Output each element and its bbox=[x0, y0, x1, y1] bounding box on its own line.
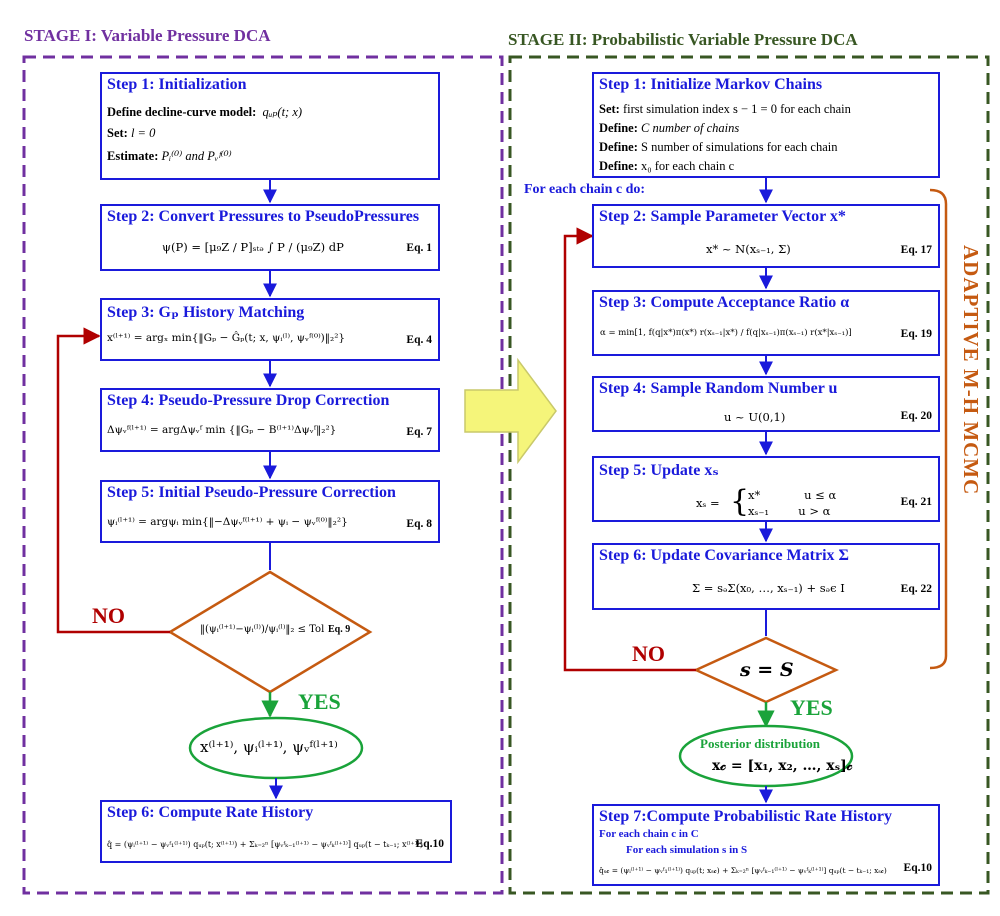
stage2-step2-box: Step 2: Sample Parameter Vector x* x* ~ … bbox=[592, 204, 940, 268]
stage2-title: STAGE II: Probabilistic Variable Pressur… bbox=[508, 30, 858, 49]
adaptive-bracket bbox=[929, 188, 948, 670]
stage2-step6-title: Step 6: Update Covariance Matrix Σ bbox=[599, 547, 849, 564]
posterior-equation: x𝒸 = [x₁, x₂, …, xₛ]𝒸 bbox=[712, 758, 853, 774]
stage2-step7-title: Step 7:Compute Probabilistic Rate Histor… bbox=[599, 808, 893, 825]
adaptive-mcmc-label: ADAPTIVE M-H MCMC bbox=[959, 245, 983, 496]
stage2-step3-eqno: Eq. 19 bbox=[900, 328, 932, 340]
s-equals-S-text: s = S bbox=[740, 659, 794, 681]
stage2-step5-eqno: Eq. 21 bbox=[900, 496, 932, 508]
set-chain-text: first simulation index s − 1 = 0 for eac… bbox=[622, 102, 851, 116]
stage1-step2-title: Step 2: Convert Pressures to PseudoPress… bbox=[107, 208, 420, 225]
stage2-step5-case-b: xₛ₋₁ u > α bbox=[748, 504, 831, 518]
define-C-label: Define: bbox=[599, 121, 638, 135]
stage1-step2-equation: ψ(P) = [μ₉Z / P]ₛₜₔ ∫ P / (μ₉Z) dP bbox=[162, 240, 344, 254]
stage1-step5-eqno: Eq. 8 bbox=[406, 518, 432, 530]
stage2-step2-eqno: Eq. 17 bbox=[900, 244, 932, 256]
stage1-step6-title: Step 6: Compute Rate History bbox=[107, 804, 314, 821]
stage-connector-arrow bbox=[464, 357, 557, 465]
define-x0-label: Define: bbox=[599, 159, 638, 173]
stage1-step5-box: Step 5: Initial Pseudo-Pressure Correcti… bbox=[100, 480, 440, 543]
define-C-text: C number of chains bbox=[641, 121, 740, 135]
define-S-text: S number of simulations for each chain bbox=[641, 140, 838, 154]
stage1-step2-box: Step 2: Convert Pressures to PseudoPress… bbox=[100, 204, 440, 271]
stage2-step7-equation: q̂ₛ𝒸 = (ψᵢ⁽ˡ⁺¹⁾ − ψᵥᶠ₁⁽ˡ⁺¹⁾) qᵤₚ(t; xₛ𝒸)… bbox=[599, 866, 887, 875]
stage2-panel bbox=[508, 55, 990, 895]
stage1-step3-title: Step 3: Gₚ History Matching bbox=[107, 304, 305, 321]
stage2-step7-eqno: Eq.10 bbox=[903, 862, 932, 874]
stage2-step5-box: Step 5: Update xₛ xₛ = { x* u ≤ α xₛ₋₁ u… bbox=[592, 456, 940, 522]
posterior-ellipse bbox=[678, 724, 854, 788]
stage2-step4-box: Step 4: Sample Random Number u u ~ U(0,1… bbox=[592, 376, 940, 432]
stage2-step1-title: Step 1: Initialize Markov Chains bbox=[599, 76, 823, 93]
stage2-yes-label: YES bbox=[790, 695, 833, 720]
stage2-no-label: NO bbox=[632, 641, 665, 666]
chain-loop-label: For each chain c do: bbox=[524, 182, 646, 197]
stage1-title: STAGE I: Variable Pressure DCA bbox=[24, 26, 271, 45]
stage1-step2-eqno: Eq. 1 bbox=[406, 242, 432, 254]
define-x0-text: x₀ for each chain c bbox=[641, 159, 735, 173]
stage1-step1-box: Step 1: Initialization Define decline-cu… bbox=[100, 72, 440, 180]
stage1-step6-equation: q̂ = (ψᵢ⁽ˡ⁺¹⁾ − ψᵥᶠ₁⁽ˡ⁺¹⁾) qᵤₚ(t; x⁽ˡ⁺¹⁾… bbox=[107, 840, 423, 849]
estimate-label: Estimate: bbox=[107, 149, 159, 163]
stage1-step5-title: Step 5: Initial Pseudo-Pressure Correcti… bbox=[107, 484, 396, 501]
stage2-step3-title: Step 3: Compute Acceptance Ratio α bbox=[599, 294, 850, 311]
stage2-step5-title: Step 5: Update xₛ bbox=[599, 462, 719, 479]
stage1-step6-eqno: Eq.10 bbox=[415, 838, 444, 850]
stage2-step2-title: Step 2: Sample Parameter Vector x* bbox=[599, 208, 846, 225]
stage1-step4-eqno: Eq. 7 bbox=[406, 426, 432, 438]
case-brace: { bbox=[730, 484, 750, 519]
stage1-step6-box: Step 6: Compute Rate History q̂ = (ψᵢ⁽ˡ⁺… bbox=[100, 800, 452, 863]
stage2-step4-title: Step 4: Sample Random Number u bbox=[599, 380, 838, 397]
model-equation: qᵤₚ(t; x) bbox=[262, 105, 303, 119]
stage2-step4-eqno: Eq. 20 bbox=[900, 410, 932, 422]
stage1-no-label: NO bbox=[92, 603, 125, 628]
convergence-eqno: Eq. 9 bbox=[328, 624, 351, 635]
step7-simulation-loop: For each simulation s in S bbox=[626, 844, 748, 856]
stage2-step1-box: Step 1: Initialize Markov Chains Set: fi… bbox=[592, 72, 940, 178]
stage1-step4-title: Step 4: Pseudo-Pressure Drop Correction bbox=[107, 392, 390, 409]
stage1-step4-box: Step 4: Pseudo-Pressure Drop Correction … bbox=[100, 388, 440, 452]
set-equation: l = 0 bbox=[130, 126, 156, 140]
stage2-step6-equation: Σ = sₔΣ(x₀, …, xₛ₋₁) + sₔϵ I bbox=[692, 581, 845, 595]
convergence-criterion: ‖(ψᵢ⁽ˡ⁺¹⁾−ψᵢ⁽ˡ⁾)/ψᵢ⁽ˡ⁾‖₂ ≤ Tol bbox=[200, 624, 325, 635]
stage1-yes-label: YES bbox=[298, 689, 341, 714]
define-model-label: Define decline-curve model: bbox=[107, 105, 257, 119]
stage2-step5-case-a: x* u ≤ α bbox=[748, 488, 837, 502]
stage2-step6-eqno: Eq. 22 bbox=[900, 583, 932, 595]
stage2-step3-equation: α = min[1, f(q|x*)π(x*) r(xₛ₋₁|x*) / f(q… bbox=[600, 328, 852, 338]
stage2-step3-box: Step 3: Compute Acceptance Ratio α α = m… bbox=[592, 290, 940, 356]
step7-chain-loop: For each chain c in C bbox=[599, 828, 699, 840]
stage1-panel bbox=[22, 55, 504, 895]
stage2-step4-equation: u ~ U(0,1) bbox=[724, 410, 786, 424]
stage1-step3-equation: x⁽ˡ⁺¹⁾ = argₓ min{‖Gₚ − Ĝₚ(t; x, ψᵢ⁽ˡ⁾, … bbox=[107, 332, 346, 344]
stage2-step2-equation: x* ~ N(xₛ₋₁, Σ) bbox=[706, 242, 791, 256]
posterior-title: Posterior distribution bbox=[700, 736, 821, 751]
stage2-step5-lhs: xₛ = bbox=[696, 496, 720, 510]
estimate-equation: Pᵢ⁽⁰⁾ and Pᵥᶠ⁽⁰⁾ bbox=[161, 149, 232, 163]
stage1-step5-equation: ψᵢ⁽ˡ⁺¹⁾ = argψᵢ min{‖−Δψᵥᶠ⁽ˡ⁺¹⁾ + ψᵢ − ψ… bbox=[107, 516, 348, 528]
stage1-step3-eqno: Eq. 4 bbox=[406, 334, 432, 346]
stage2-step6-box: Step 6: Update Covariance Matrix Σ Σ = s… bbox=[592, 543, 940, 610]
converged-parameters: x⁽ˡ⁺¹⁾, ψᵢ⁽ˡ⁺¹⁾, ψᵥᶠ⁽ˡ⁺¹⁾ bbox=[200, 738, 338, 756]
stage1-step4-equation: Δψᵥᶠ⁽ˡ⁺¹⁾ = argΔψᵥᶠ min {‖Gₚ − B⁽ˡ⁺¹⁾Δψᵥ… bbox=[107, 424, 337, 436]
set-chain-label: Set: bbox=[599, 102, 620, 116]
stage1-step3-box: Step 3: Gₚ History Matching x⁽ˡ⁺¹⁾ = arg… bbox=[100, 298, 440, 361]
stage1-step1-title: Step 1: Initialization bbox=[107, 76, 247, 93]
define-S-label: Define: bbox=[599, 140, 638, 154]
stage2-step7-box: Step 7:Compute Probabilistic Rate Histor… bbox=[592, 804, 940, 886]
set-label: Set: bbox=[107, 126, 128, 140]
